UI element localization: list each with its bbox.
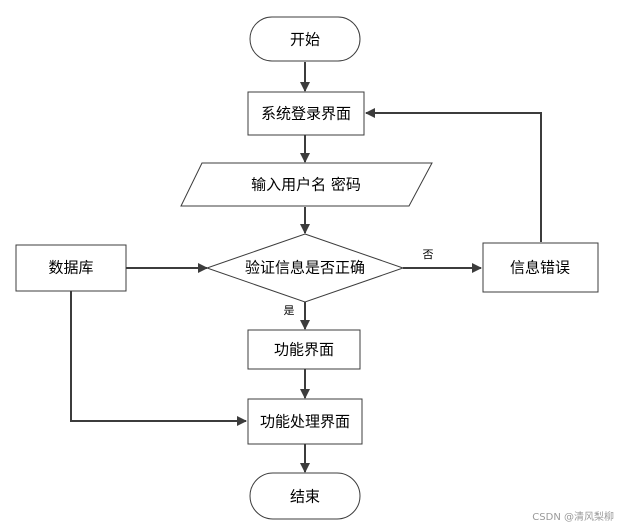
login-node: 系统登录界面 — [247, 91, 365, 136]
end-node-label: 结束 — [290, 488, 320, 506]
database-node: 数据库 — [15, 244, 127, 292]
edge-database-to-processing — [70, 291, 247, 426]
input-node: 输入用户名 密码 — [180, 162, 433, 207]
processing-node-label: 功能处理界面 — [260, 413, 350, 431]
verify-node-label: 验证信息是否正确 — [245, 259, 365, 277]
error-node: 信息错误 — [482, 242, 599, 293]
watermark: CSDN @清风梨柳 — [532, 510, 614, 523]
function-node: 功能界面 — [247, 329, 361, 370]
verify-node: 验证信息是否正确 — [205, 233, 405, 303]
start-node: 开始 — [249, 16, 361, 62]
input-node-label: 输入用户名 密码 — [251, 176, 361, 194]
edge-error-to-login — [365, 108, 542, 242]
edge-label-yes: 是 — [284, 304, 295, 317]
end-node: 结束 — [249, 472, 361, 520]
error-node-label: 信息错误 — [510, 259, 570, 277]
edges — [70, 62, 542, 473]
login-node-label: 系统登录界面 — [261, 105, 351, 123]
function-node-label: 功能界面 — [274, 341, 334, 359]
start-node-label: 开始 — [290, 31, 320, 49]
database-node-label: 数据库 — [48, 259, 93, 277]
edge-label-no: 否 — [423, 248, 434, 261]
processing-node: 功能处理界面 — [247, 398, 363, 445]
